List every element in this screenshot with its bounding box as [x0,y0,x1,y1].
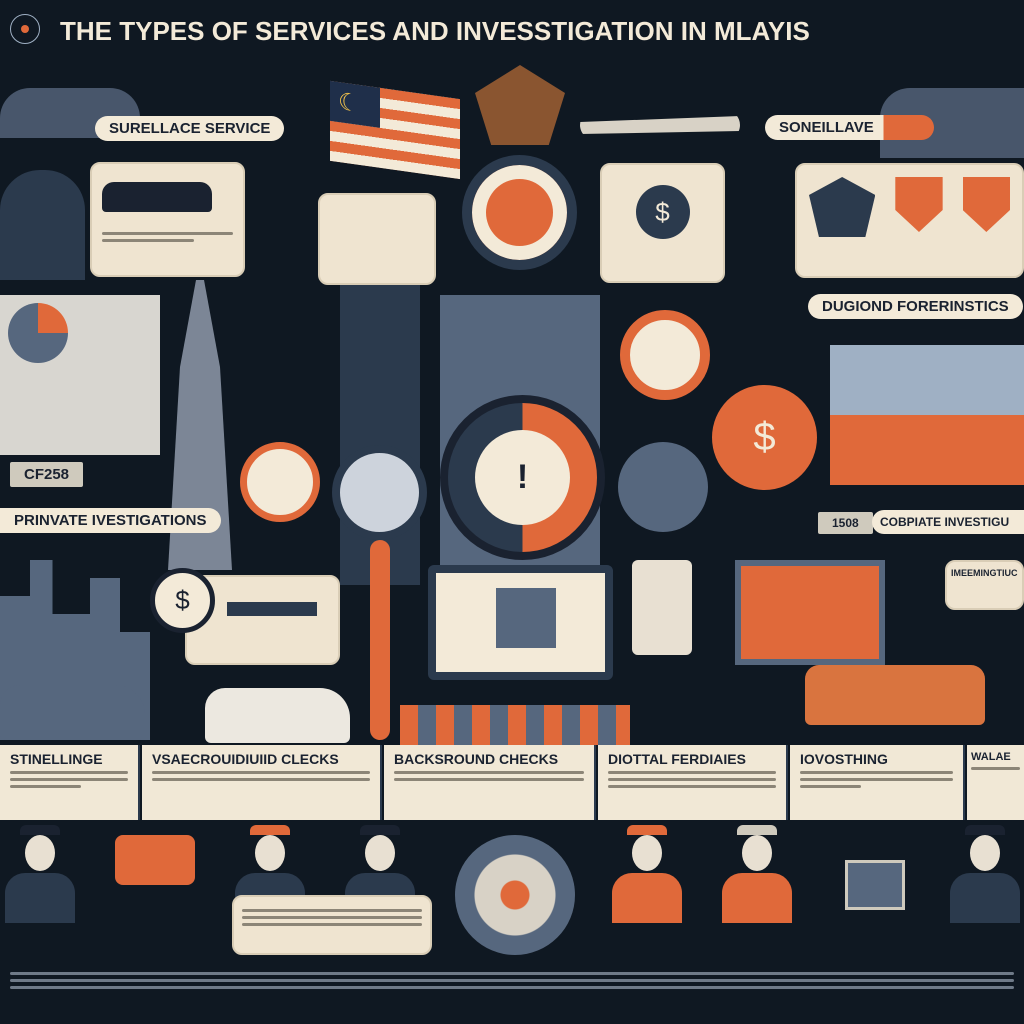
magnifier-handle [370,540,390,740]
phone-icon [618,442,708,532]
clock-icon [240,442,320,522]
service-panel: STINELLINGE [0,745,140,820]
flag-icon: ☾ [330,80,460,180]
map-icon [830,345,1024,485]
calculator-icon [632,560,692,655]
page-title: THE TYPES OF SERVICES AND INVESSTIGATION… [60,16,810,46]
camera-icon [115,835,195,885]
person-icon [722,825,792,925]
crescent-icon: ☾ [338,87,360,119]
panel-title: BACKSROUND CHECKS [394,751,559,767]
dashboard-icon [735,560,885,665]
label-immerging: IMEEMINGTIUC [951,568,1018,578]
dollar-icon: $ [635,185,690,239]
person-icon [0,170,85,280]
footer-text [0,960,1024,1024]
service-panel: VSAECROUIDIUIID CLECKS [142,745,382,820]
label-corporate-code: 1508 [818,512,873,534]
binoculars-card [318,193,436,285]
label-forensics: DUGIOND FORERINSTICS [808,294,1023,319]
panel-title: IOVOSTHING [800,751,888,767]
clock-icon [462,155,577,270]
compass-icon [10,14,40,44]
service-panel: IOVOSTHING [790,745,965,820]
panel-title: DIOTTAL FERDIAIES [608,751,746,767]
shield-icon [962,177,1011,232]
alert-icon: ! [475,430,570,525]
service-panel: BACKSROUND CHECKS [384,745,596,820]
label-private: PRINVATE IVESTIGATIONS [0,508,221,533]
lock-icon: ! [440,395,605,560]
person-icon [5,825,75,925]
immerging-card: IMEEMINGTIUC [945,560,1024,610]
flower-icon [455,835,575,955]
dollar-card: $ [600,163,725,283]
gun-icon [227,602,317,616]
person-icon [612,825,682,925]
monitor-icon [845,860,905,910]
dollar-icon: $ [150,568,215,633]
person-icon [950,825,1020,925]
pie-chart-icon [8,303,68,363]
dollar-icon: $ [712,385,817,490]
emblem-icon [475,65,565,145]
monitor-icon [428,565,613,680]
plate-label: CF258 [10,462,84,487]
label-corporate: COBPIATE INVESTIGU [872,510,1024,534]
car-icon [805,665,985,725]
surveillance-card [90,162,245,277]
service-panel: DIOTTAL FERDIAIES [598,745,788,820]
info-card [232,895,432,955]
panel-title: STINELLINGE [10,751,103,767]
label-surveillance: SURELLACE SERVICE [95,116,285,141]
airplane-icon [580,116,740,134]
car-icon [205,688,350,743]
target-icon [620,310,710,400]
panel-title: VSAECROUIDIUIID CLECKS [152,751,339,767]
pie-chart-panel [0,295,160,455]
car-icon [102,182,212,212]
stage-stripes [400,705,630,745]
shield-icon [895,177,943,232]
badge-icon [809,177,876,237]
label-soneillave: SONEILLAVE [765,115,934,140]
panel-title: WALAE [971,751,1011,763]
badges-card [795,163,1024,278]
service-panel: WALAE [967,745,1024,820]
car-icon [0,685,145,740]
magnifier-icon [332,445,427,540]
